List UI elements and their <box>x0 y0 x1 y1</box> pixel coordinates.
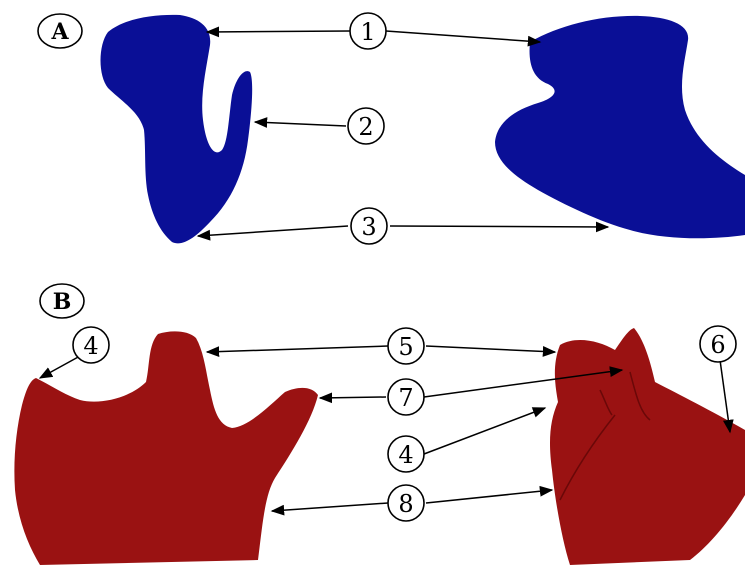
panel-b-badge <box>39 283 85 319</box>
blue-shape-right <box>495 15 745 239</box>
marker-5-label: 5 <box>398 333 413 361</box>
marker-5: 5 <box>387 327 425 365</box>
marker-8-label: 8 <box>398 490 413 518</box>
marker-3: 3 <box>350 207 388 245</box>
red-shape-left <box>14 331 318 565</box>
red-shape-right <box>550 328 745 565</box>
marker-2: 2 <box>347 107 385 145</box>
marker-3-label: 3 <box>361 213 376 241</box>
marker-7-label: 7 <box>398 384 413 412</box>
panel-a-label: A <box>50 19 69 45</box>
marker-7: 7 <box>387 378 425 416</box>
marker-4-right: 4 <box>387 435 425 473</box>
marker-6-label: 6 <box>710 331 725 359</box>
blue-shape-left <box>100 14 253 244</box>
panel-b-label: B <box>53 289 72 315</box>
marker-2-label: 2 <box>358 113 373 141</box>
marker-4-left: 4 <box>72 326 110 364</box>
marker-8: 8 <box>387 484 425 522</box>
panel-a: A 1 2 3 <box>37 12 745 245</box>
marker-1-label: 1 <box>360 18 375 46</box>
marker-1: 1 <box>349 12 387 50</box>
marker-4-left-label: 4 <box>83 332 98 360</box>
panel-b: B 4 5 6 7 <box>14 283 745 565</box>
marker-6: 6 <box>699 325 737 363</box>
marker-4-right-label: 4 <box>398 441 413 469</box>
panel-a-badge <box>37 13 83 49</box>
red-shape-right-fold <box>559 371 651 501</box>
